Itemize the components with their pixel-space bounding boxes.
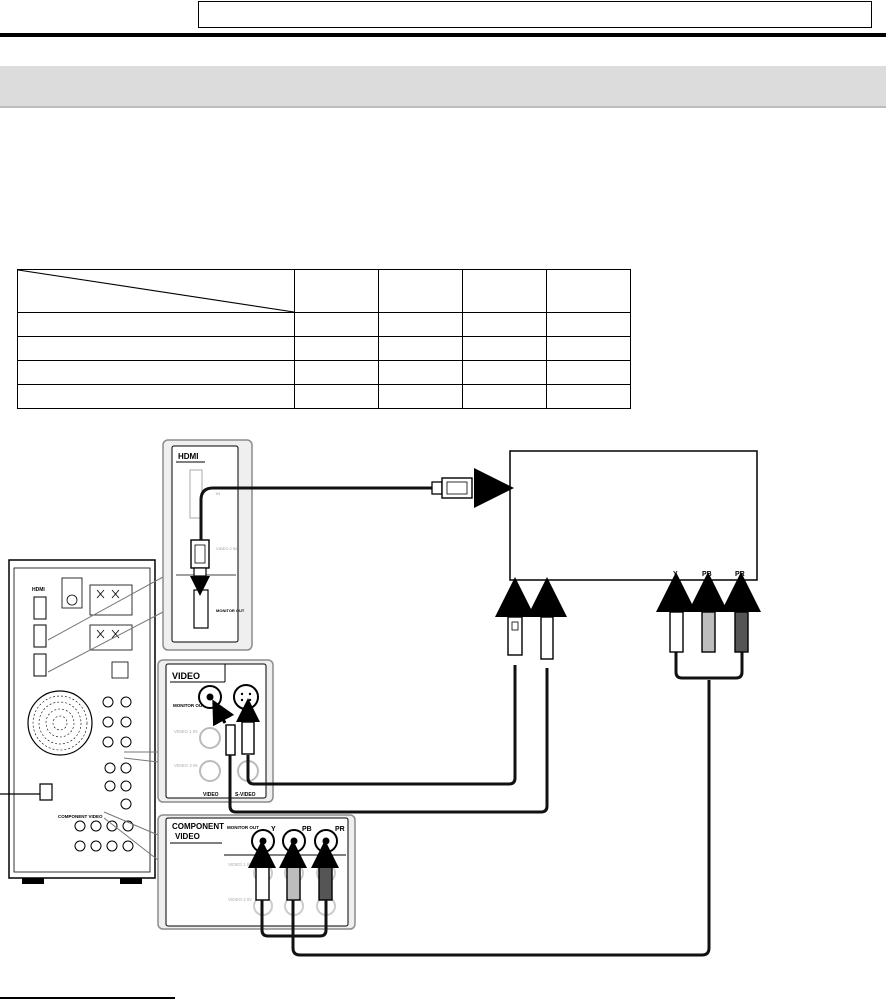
table-cell <box>17 312 295 337</box>
table-cell <box>294 312 379 337</box>
component-pb-label: PB <box>302 826 312 833</box>
composite-plug-icon <box>225 724 236 756</box>
table-cell <box>546 312 631 337</box>
table-cell <box>17 360 295 385</box>
table-cell <box>546 384 631 409</box>
video-zoom-panel: VIDEO MONITOR OUT VIDEO 1 IN VIDEO 2 IN … <box>157 659 274 803</box>
component-pr-plug-icon <box>318 865 333 901</box>
video-input-label: VIDEO 1 IN <box>174 729 198 734</box>
footnote-rule <box>0 997 175 999</box>
table-row <box>17 384 631 409</box>
receiver-hdmi-jacks: HDMI <box>32 587 47 677</box>
tv-y-label: Y <box>673 571 678 578</box>
table-cell <box>294 360 379 385</box>
receiver-rear-panel: HDMI <box>0 559 156 884</box>
svideo-column-label: S-VIDEO <box>235 792 256 798</box>
hdmi-panel-title: HDMI <box>178 452 198 461</box>
table-cell <box>462 360 547 385</box>
table-row <box>17 360 631 385</box>
component-input-label: VIDEO 2 IN <box>228 897 252 902</box>
hdmi-plug-icon <box>190 539 210 569</box>
hdmi-zoom-panel: HDMI IN VIDEO 2 IN MONITOR OUT <box>162 439 253 651</box>
receiver-label: HDMI <box>32 587 45 593</box>
connection-diagram: HDMI <box>0 439 761 957</box>
tv-pr-label: PR <box>735 571 745 578</box>
section-label <box>0 0 196 30</box>
composite-cable <box>228 668 549 814</box>
table-cell <box>294 384 379 409</box>
component-y-label: Y <box>271 826 276 833</box>
svideo-plug-icon <box>507 616 523 656</box>
table-cell <box>378 360 463 385</box>
table-cell <box>546 360 631 385</box>
column-header <box>462 269 547 313</box>
table-cell <box>546 336 631 361</box>
table-row <box>17 336 631 361</box>
svideo-cable <box>246 665 517 786</box>
tv-y-plug-icon <box>669 611 684 653</box>
hdmi-jack-label: VIDEO 2 IN <box>216 546 237 551</box>
receiver-speaker-terminals <box>61 577 133 679</box>
table-row <box>17 312 631 337</box>
component-zoom-panel: COMPONENT VIDEO MONITOR OUT Y PB PR VIDE… <box>157 814 356 930</box>
cooling-fan <box>27 690 93 756</box>
video-monitor-out-label: MONITOR OUT <box>173 703 205 708</box>
tv-pb-plug-icon <box>701 611 716 653</box>
table-cell <box>462 312 547 337</box>
table-header-row <box>17 269 631 313</box>
component-pr-label: PR <box>335 826 345 833</box>
zoom-leader-lines <box>47 576 164 861</box>
receiver-label: COMPONENT VIDEO <box>58 814 103 819</box>
table-cell <box>462 336 547 361</box>
table-cell <box>17 384 295 409</box>
connection-table <box>17 269 631 409</box>
section-heading-bar <box>0 66 886 108</box>
column-header <box>294 269 379 313</box>
page-title-box <box>198 1 872 28</box>
hdmi-monitor-out-label: MONITOR OUT <box>216 608 245 613</box>
diagonal-divider <box>18 270 294 312</box>
tv-input-plugs <box>495 572 761 660</box>
header-rule <box>0 33 886 37</box>
column-header <box>546 269 631 313</box>
component-panel-title: COMPONENT <box>172 822 224 831</box>
table-cell <box>378 312 463 337</box>
composite-plug-icon <box>540 616 554 660</box>
table-cell <box>17 336 295 361</box>
svideo-plug-icon <box>241 721 255 755</box>
table-cell <box>378 384 463 409</box>
component-cable-bundle <box>674 650 744 680</box>
component-y-plug-icon <box>255 865 270 901</box>
composite-arrow-icon <box>212 699 235 727</box>
video-panel-title: VIDEO <box>172 671 200 681</box>
component-cable <box>291 680 711 957</box>
hdmi-plug-horizontal-icon <box>431 468 514 508</box>
tv-pr-plug-icon <box>734 611 749 653</box>
tv-monitor: Y PB PR <box>509 450 758 581</box>
component-panel-title: VIDEO <box>175 832 200 841</box>
table-cell <box>462 384 547 409</box>
component-pb-plug-icon <box>286 865 301 901</box>
table-cell <box>294 336 379 361</box>
cables <box>199 486 744 957</box>
hdmi-jack-label: IN <box>216 491 220 496</box>
receiver-rca-jacks <box>74 696 134 852</box>
component-monitor-out-label: MONITOR OUT <box>227 825 259 830</box>
component-input-label: VIDEO 1 IN <box>228 862 252 867</box>
table-corner-cell <box>17 269 295 313</box>
video-input-label: VIDEO 2 IN <box>174 763 198 768</box>
column-header <box>378 269 463 313</box>
hdmi-cable <box>199 486 432 540</box>
video-column-label: VIDEO <box>203 792 219 798</box>
table-cell <box>378 336 463 361</box>
tv-pb-label: PB <box>702 571 712 578</box>
